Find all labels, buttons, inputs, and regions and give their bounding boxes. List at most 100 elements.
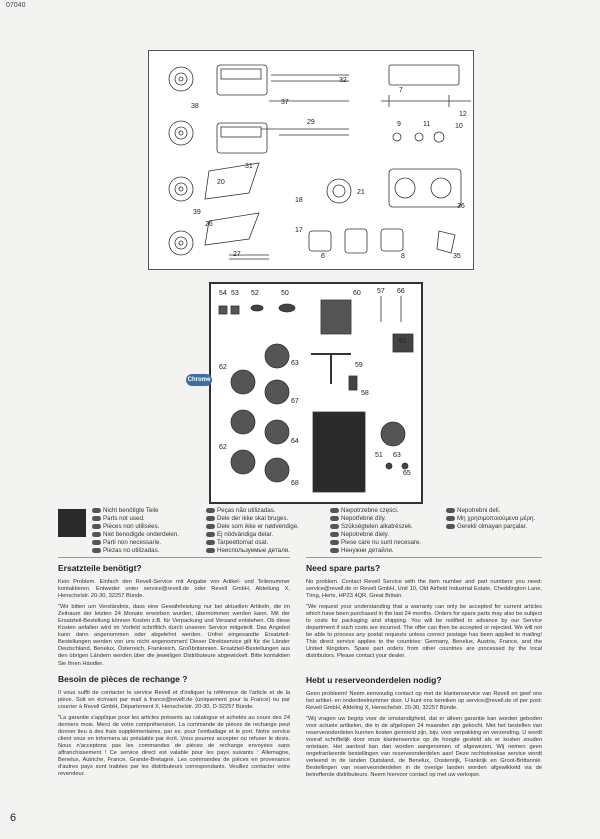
legend-text: Μη χρησιμοποιούμενα μέρη. xyxy=(457,515,536,522)
legend-text: Dele som ikke er nødvendige. xyxy=(217,523,299,530)
sprue-label-66: 66 xyxy=(397,288,405,295)
sprue-label-62b: 62 xyxy=(219,444,227,451)
flag-icon xyxy=(92,539,101,545)
flag-icon xyxy=(330,539,339,545)
legend-text: Parts not used. xyxy=(103,515,145,522)
paragraph-de-1: Kein Problem. Einfach den Revell-Service… xyxy=(58,579,290,600)
label-11: 11 xyxy=(423,121,431,128)
label-21: 21 xyxy=(357,189,365,196)
sprue-label-68: 68 xyxy=(291,480,299,487)
label-38: 38 xyxy=(191,103,199,110)
legend-text: Tarpeettomat osat. xyxy=(217,539,269,546)
sprue-label-63a: 63 xyxy=(291,360,299,367)
legend-text: Piese care nu sunt necesare. xyxy=(341,539,422,546)
label-29: 29 xyxy=(307,119,315,126)
sprue-label-64: 64 xyxy=(291,438,299,445)
label-17: 17 xyxy=(295,227,303,234)
spare-parts-left-column: Ersatzteile benötigt? Kein Problem. Einf… xyxy=(58,563,290,782)
label-37: 37 xyxy=(281,99,289,106)
divider-right xyxy=(306,557,542,558)
flag-icon xyxy=(330,531,339,537)
label-27: 27 xyxy=(233,251,241,258)
flag-icon xyxy=(92,547,101,553)
article-code: 07040 xyxy=(6,2,26,9)
paragraph-en-2: "We request your understanding that a wa… xyxy=(306,604,542,660)
spare-parts-right-column: Need spare parts? No problem. Contact Re… xyxy=(306,563,542,783)
label-32: 32 xyxy=(339,77,347,84)
sprue-label-62a: 62 xyxy=(219,364,227,371)
flag-icon xyxy=(206,547,215,553)
paragraph-fr-1: Il vous suffit de contacter le service R… xyxy=(58,689,290,710)
legend-col-4: Nepotrebni deli. Μη χρησιμοποιούμενα μέρ… xyxy=(446,507,535,531)
label-12: 12 xyxy=(459,111,467,118)
sprue-label-57: 57 xyxy=(377,288,385,295)
legend-text: Ej nödvändiga delar. xyxy=(217,531,274,538)
legend-text: Nicht benötigte Teile xyxy=(103,507,159,514)
flag-icon xyxy=(330,507,339,513)
parts-diagram-top: 32 7 37 12 29 9 11 10 38 31 20 18 21 39 … xyxy=(148,50,474,270)
flag-icon xyxy=(446,515,455,521)
legend-col-1: Nicht benötigte Teile Parts not used. Pi… xyxy=(92,507,179,555)
sprue-label-50: 50 xyxy=(281,290,289,297)
flag-icon xyxy=(330,515,339,521)
sprue-label-67: 67 xyxy=(291,398,299,405)
heading-de: Ersatzteile benötigt? xyxy=(58,563,142,573)
paragraph-fr-2: "La garantie s'applique pour les article… xyxy=(58,714,290,778)
heading-en: Need spare parts? xyxy=(306,563,381,573)
flag-icon xyxy=(92,515,101,521)
legend-text: Parti non necessarie. xyxy=(103,539,162,546)
label-6: 6 xyxy=(321,253,325,260)
divider-left xyxy=(58,557,290,558)
label-39: 39 xyxy=(193,209,201,216)
label-7: 7 xyxy=(399,87,403,94)
label-8: 8 xyxy=(401,253,405,260)
sprue-label-58: 58 xyxy=(361,390,369,397)
label-20: 20 xyxy=(217,179,225,186)
sprue-label-65: 65 xyxy=(403,470,411,477)
unused-parts-swatch xyxy=(58,509,86,537)
chrome-badge: Chrome xyxy=(186,374,212,386)
flag-icon xyxy=(92,523,101,529)
flag-icon xyxy=(206,523,215,529)
legend-text: Niepotrzebne części. xyxy=(341,507,399,514)
legend-text: Peças não utilizadas. xyxy=(217,507,276,514)
label-31: 31 xyxy=(245,163,253,170)
paragraph-en-1: No problem. Contact Revell Service with … xyxy=(306,579,542,600)
flag-icon xyxy=(206,531,215,537)
flag-icon xyxy=(206,507,215,513)
sprue-label-63b: 63 xyxy=(393,452,401,459)
flag-icon xyxy=(446,523,455,529)
legend-text: Pièces non utilisées. xyxy=(103,523,160,530)
legend-col-2: Peças não utilizadas. Dele der ikke skal… xyxy=(206,507,299,555)
heading-nl: Hebt u reserveonderdelen nodig? xyxy=(306,674,442,685)
label-9: 9 xyxy=(397,121,401,128)
legend-text: Nepotřebné díly. xyxy=(341,515,386,522)
sprue-label-54: 54 xyxy=(219,290,227,297)
legend-text: Szükségtelen alkatrészek. xyxy=(341,523,413,530)
paragraph-de-2: "Wir bitten um Verständnis, dass eine Ge… xyxy=(58,604,290,667)
parts-drawing xyxy=(168,64,471,260)
legend-text: Ненужни детайли. xyxy=(341,547,394,554)
legend-text: Неиспользуемые детали. xyxy=(217,547,290,554)
label-26: 26 xyxy=(205,221,213,228)
legend-text: Dele der ikke skal bruges. xyxy=(217,515,289,522)
sprue-drawing xyxy=(218,296,414,493)
paragraph-nl-1: Geen probleem! Neem eenvoudig contact op… xyxy=(306,690,542,711)
page-number: 6 xyxy=(10,812,17,824)
label-10: 10 xyxy=(455,123,463,130)
flag-icon xyxy=(446,507,455,513)
legend-text: Nepotrebni deli. xyxy=(457,507,501,514)
heading-fr: Besoin de pièces de rechange ? xyxy=(58,673,188,684)
flag-icon xyxy=(206,539,215,545)
label-35: 35 xyxy=(453,253,461,260)
flag-icon xyxy=(330,547,339,553)
paragraph-nl-2: "Wij vragen uw begrip voor de omstandigh… xyxy=(306,715,542,779)
flag-icon xyxy=(92,531,101,537)
sprue-label-61: 61 xyxy=(399,338,407,345)
sprue-label-51: 51 xyxy=(375,452,383,459)
sprue-label-52: 52 xyxy=(251,290,259,297)
sprue-label-60: 60 xyxy=(353,290,361,297)
legend-text: Niet benodigde onderdelen. xyxy=(103,531,180,538)
sprue-frame: 54 53 52 50 60 57 66 61 63 59 62 58 67 6… xyxy=(209,282,423,504)
legend-col-3: Niepotrzebne części. Nepotřebné díly. Sz… xyxy=(330,507,421,555)
